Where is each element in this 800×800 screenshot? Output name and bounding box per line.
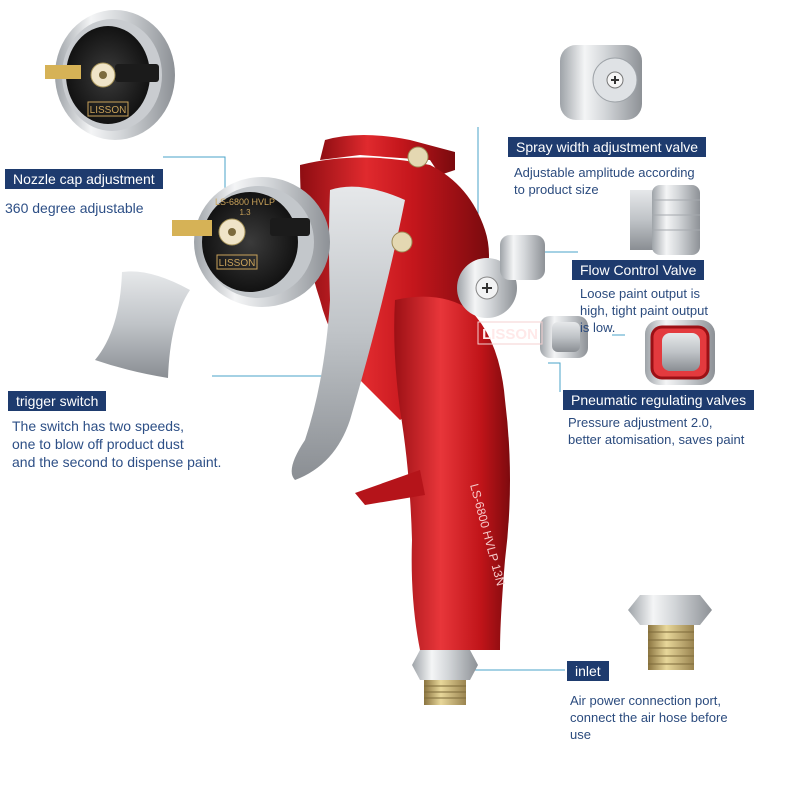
trigger-icon [95, 271, 190, 378]
pneumatic-label: Pneumatic regulating valves [563, 390, 755, 410]
nozzle-cap-description: 360 degree adjustable [5, 200, 144, 216]
gun-cap-logo-text: LISSON [219, 258, 256, 269]
pneumatic-valve-icon [645, 320, 715, 385]
spray-width-description: Adjustable amplitude according to produc… [514, 165, 695, 197]
air-fitting-icon [628, 595, 712, 670]
spray-width-valve-icon [560, 45, 642, 120]
flow-control-label: Flow Control Valve [572, 260, 705, 280]
cap-logo-text: LISSON [90, 105, 127, 116]
gun-cap-size-text: 1.3 [239, 208, 251, 217]
inlet-label: inlet [567, 661, 609, 681]
trigger-switch-label: trigger switch [8, 391, 107, 411]
spray-gun-illustration: LS-6800 HVLP 1.3 LISSON LISSON LS-6800 H… [172, 135, 588, 705]
nozzle-cap-label: Nozzle cap adjustment [5, 169, 163, 189]
trigger-switch-description: The switch has two speeds, one to blow o… [12, 418, 222, 470]
gun-cap-model-text: LS-6800 HVLP [215, 197, 275, 207]
nozzle-cap-icon: LISSON [45, 10, 175, 140]
pneumatic-description: Pressure adjustment 2.0, better atomisat… [568, 415, 745, 447]
flow-control-valve-icon [630, 185, 700, 255]
inlet-description: Air power connection port, connect the a… [570, 693, 728, 742]
body-logo-text: LISSON [482, 326, 538, 343]
spray-width-label: Spray width adjustment valve [508, 137, 707, 157]
flow-control-description: Loose paint output is high, tight paint … [580, 286, 708, 335]
